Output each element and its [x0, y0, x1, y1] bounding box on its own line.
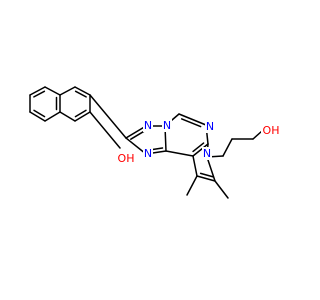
triazole-n-right-text: N [163, 119, 171, 132]
bond [74, 111, 91, 122]
molecule-structure-diagram: OH N N N N N OH [29, 86, 282, 199]
bond-double [33, 109, 46, 118]
bond-lines [29, 86, 263, 199]
bond [44, 86, 61, 96]
bond-double [74, 109, 87, 118]
bond [165, 150, 194, 157]
pyrrole-nitrogen: N [202, 147, 212, 160]
pyrrole-n-text: N [203, 147, 211, 160]
bond-chain [252, 130, 263, 140]
bond [196, 175, 216, 182]
propyl-oh-text: OH [263, 124, 280, 137]
pyrimidine-n-text: N [206, 120, 214, 133]
bond-c-oh [89, 111, 121, 149]
bond [125, 137, 147, 155]
bond [74, 86, 91, 96]
bond-chain [222, 138, 233, 157]
bond [206, 156, 216, 182]
bond-double [130, 130, 146, 140]
bond-double [33, 90, 46, 98]
triazole-nitrogen-top: N [143, 119, 153, 132]
bond-double [192, 142, 205, 153]
propyl-hydroxyl-label: OH [261, 124, 282, 137]
triazole-nitrogen-right: N [162, 119, 172, 132]
bond-methyl [186, 175, 198, 196]
bond-double [180, 118, 202, 128]
bond-double [74, 90, 87, 98]
bond [44, 111, 61, 122]
triazole-nitrogen-bottom: N [143, 147, 153, 160]
bond [29, 86, 46, 96]
bond [178, 113, 207, 126]
triazole-n-top-text: N [144, 119, 152, 132]
pyrimidine-nitrogen: N [205, 120, 215, 133]
bond [29, 111, 46, 122]
bond-methyl [214, 180, 229, 199]
bond [59, 111, 76, 122]
bond [192, 155, 198, 177]
bond [125, 125, 147, 139]
triazole-n-bottom-text: N [144, 147, 152, 160]
bond [59, 86, 76, 96]
naphthol-hydroxyl-label: OH [116, 152, 136, 165]
bond [192, 143, 209, 157]
naphthol-oh-text: OH [118, 152, 135, 165]
bond-double [199, 172, 214, 178]
bond-aryl-link [89, 94, 127, 139]
